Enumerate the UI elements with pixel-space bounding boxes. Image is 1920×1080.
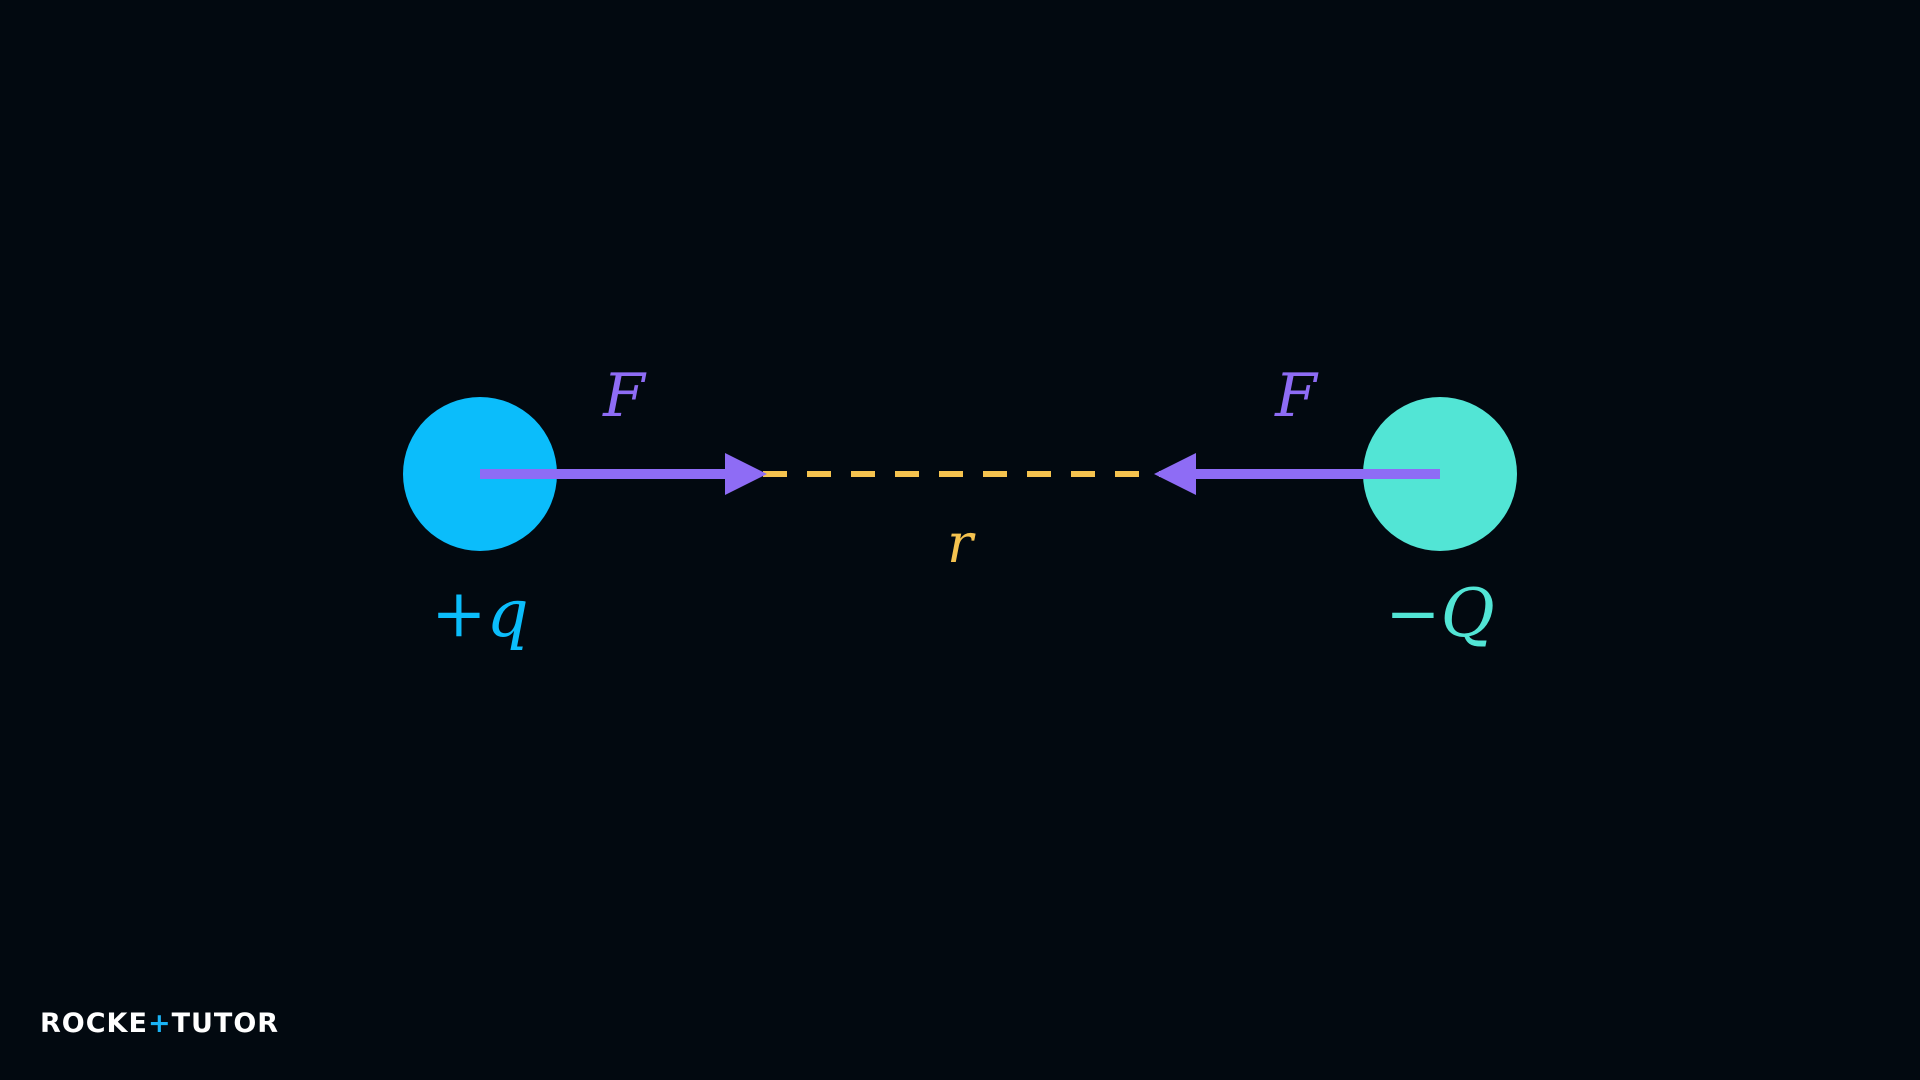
logo-text-part1: ROCKE (40, 1008, 148, 1039)
charge-label-positive: +q (431, 575, 529, 652)
logo-text-part3: R (257, 1008, 280, 1039)
force-arrow-right-head (1154, 453, 1196, 495)
distance-label: r (947, 512, 976, 575)
force-label-left: F (602, 361, 647, 431)
rockettutor-logo: ROCKE+TUTOR (40, 1010, 279, 1037)
logo-plus: + (147, 1008, 172, 1039)
charge-label-negative: −Q (1385, 575, 1494, 652)
force-label-right: F (1274, 361, 1319, 431)
logo-text-part2: TUTO (171, 1008, 258, 1039)
force-arrow-left-head (725, 453, 767, 495)
